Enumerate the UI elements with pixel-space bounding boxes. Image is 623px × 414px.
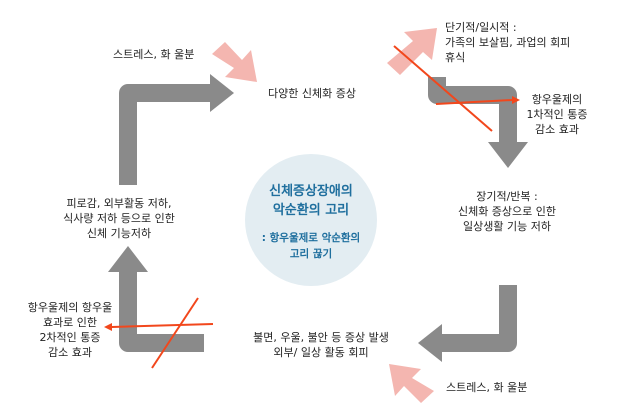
effect-left-arrow-line <box>111 323 214 328</box>
node-bottom-line-1: 불면, 우울, 불안 등 증상 발생 <box>253 331 389 344</box>
center-circle <box>245 154 377 286</box>
node-left: 피로감, 외부활동 저하, 식사량 저하 등으로 인한 신체 기능저하 <box>49 196 189 241</box>
short-term-line-3: 휴식 <box>445 51 466 64</box>
center-subtitle-line-1: : 항우울제로 악순환의 <box>261 232 361 244</box>
node-right-line-2: 신체화 증상으로 인한 <box>457 205 557 218</box>
effect-left-line-4: 감소 효과 <box>48 346 92 359</box>
cycle-arrow-right-top <box>428 77 517 145</box>
effect-right-line-1: 항우울제의 <box>531 93 583 106</box>
effect-left-line-3: 2차적인 통증 <box>39 331 101 344</box>
cycle-arrowhead-right <box>488 142 528 168</box>
cross-line-top-right <box>393 45 493 132</box>
effect-right-line-2: 1차적인 통증 <box>526 108 588 121</box>
stress-label-bottom: 스트레스, 화 울분 <box>446 381 528 394</box>
effect-right-label: 항우울제의 1차적인 통증 감소 효과 <box>516 92 598 137</box>
cycle-arrowhead-bottom <box>418 324 442 362</box>
short-term-line-1: 단기적/일시적 : <box>445 21 517 34</box>
node-left-line-3: 신체 기능저하 <box>86 227 152 240</box>
node-left-line-1: 피로감, 외부활동 저하, <box>66 197 172 210</box>
center-subtitle-line-2: 고리 끊기 <box>289 248 333 260</box>
effect-right-line-3: 감소 효과 <box>535 123 579 136</box>
node-right-line-1: 장기적/반복 : <box>476 190 538 203</box>
stress-arrow-top <box>212 42 257 82</box>
effect-left-line-1: 항우울제의 항우울 <box>27 301 113 314</box>
short-term-label: 단기적/일시적 : 가족의 보살핌, 과업의 회피 휴식 <box>445 20 570 65</box>
effect-left-arrowhead <box>104 323 112 331</box>
center-title: 신체증상장애의 악순환의 고리 <box>246 182 376 220</box>
node-left-line-2: 식사량 저하 등으로 인한 <box>63 212 175 225</box>
cycle-arrow-left-bottom <box>119 270 204 352</box>
node-bottom: 불면, 우울, 불안 등 증상 발생 외부/ 일상 활동 회피 <box>232 330 410 360</box>
cycle-arrowhead-left <box>108 246 148 272</box>
effect-right-arrow-line <box>435 99 513 105</box>
node-right-line-3: 일상생활 기능 저하 <box>463 220 551 233</box>
effect-right-arrowhead <box>512 96 520 104</box>
node-right: 장기적/반복 : 신체화 증상으로 인한 일상생활 기능 저하 <box>436 189 578 234</box>
short-term-line-2: 가족의 보살핌, 과업의 회피 <box>445 36 571 49</box>
center-title-line-1: 신체증상장애의 <box>269 184 353 199</box>
center-title-line-2: 악순환의 고리 <box>272 203 350 218</box>
short-term-arrow <box>387 28 437 75</box>
cycle-arrow-left-top <box>119 84 212 185</box>
effect-left-label: 항우울제의 항우울 효과로 인한 2차적인 통증 감소 효과 <box>18 300 122 360</box>
cross-line-bottom-left <box>151 297 199 369</box>
node-top: 다양한 신체화 증상 <box>268 87 356 100</box>
center-subtitle: : 항우울제로 악순환의 고리 끊기 <box>246 230 376 262</box>
stress-label-top: 스트레스, 화 울분 <box>113 48 195 61</box>
effect-left-line-2: 효과로 인한 <box>42 316 98 329</box>
stress-arrow-bottom <box>389 364 434 403</box>
cycle-arrowhead-top <box>210 74 234 112</box>
node-bottom-line-2: 외부/ 일상 활동 회피 <box>273 346 369 359</box>
cycle-arrow-right-bottom <box>438 285 517 352</box>
